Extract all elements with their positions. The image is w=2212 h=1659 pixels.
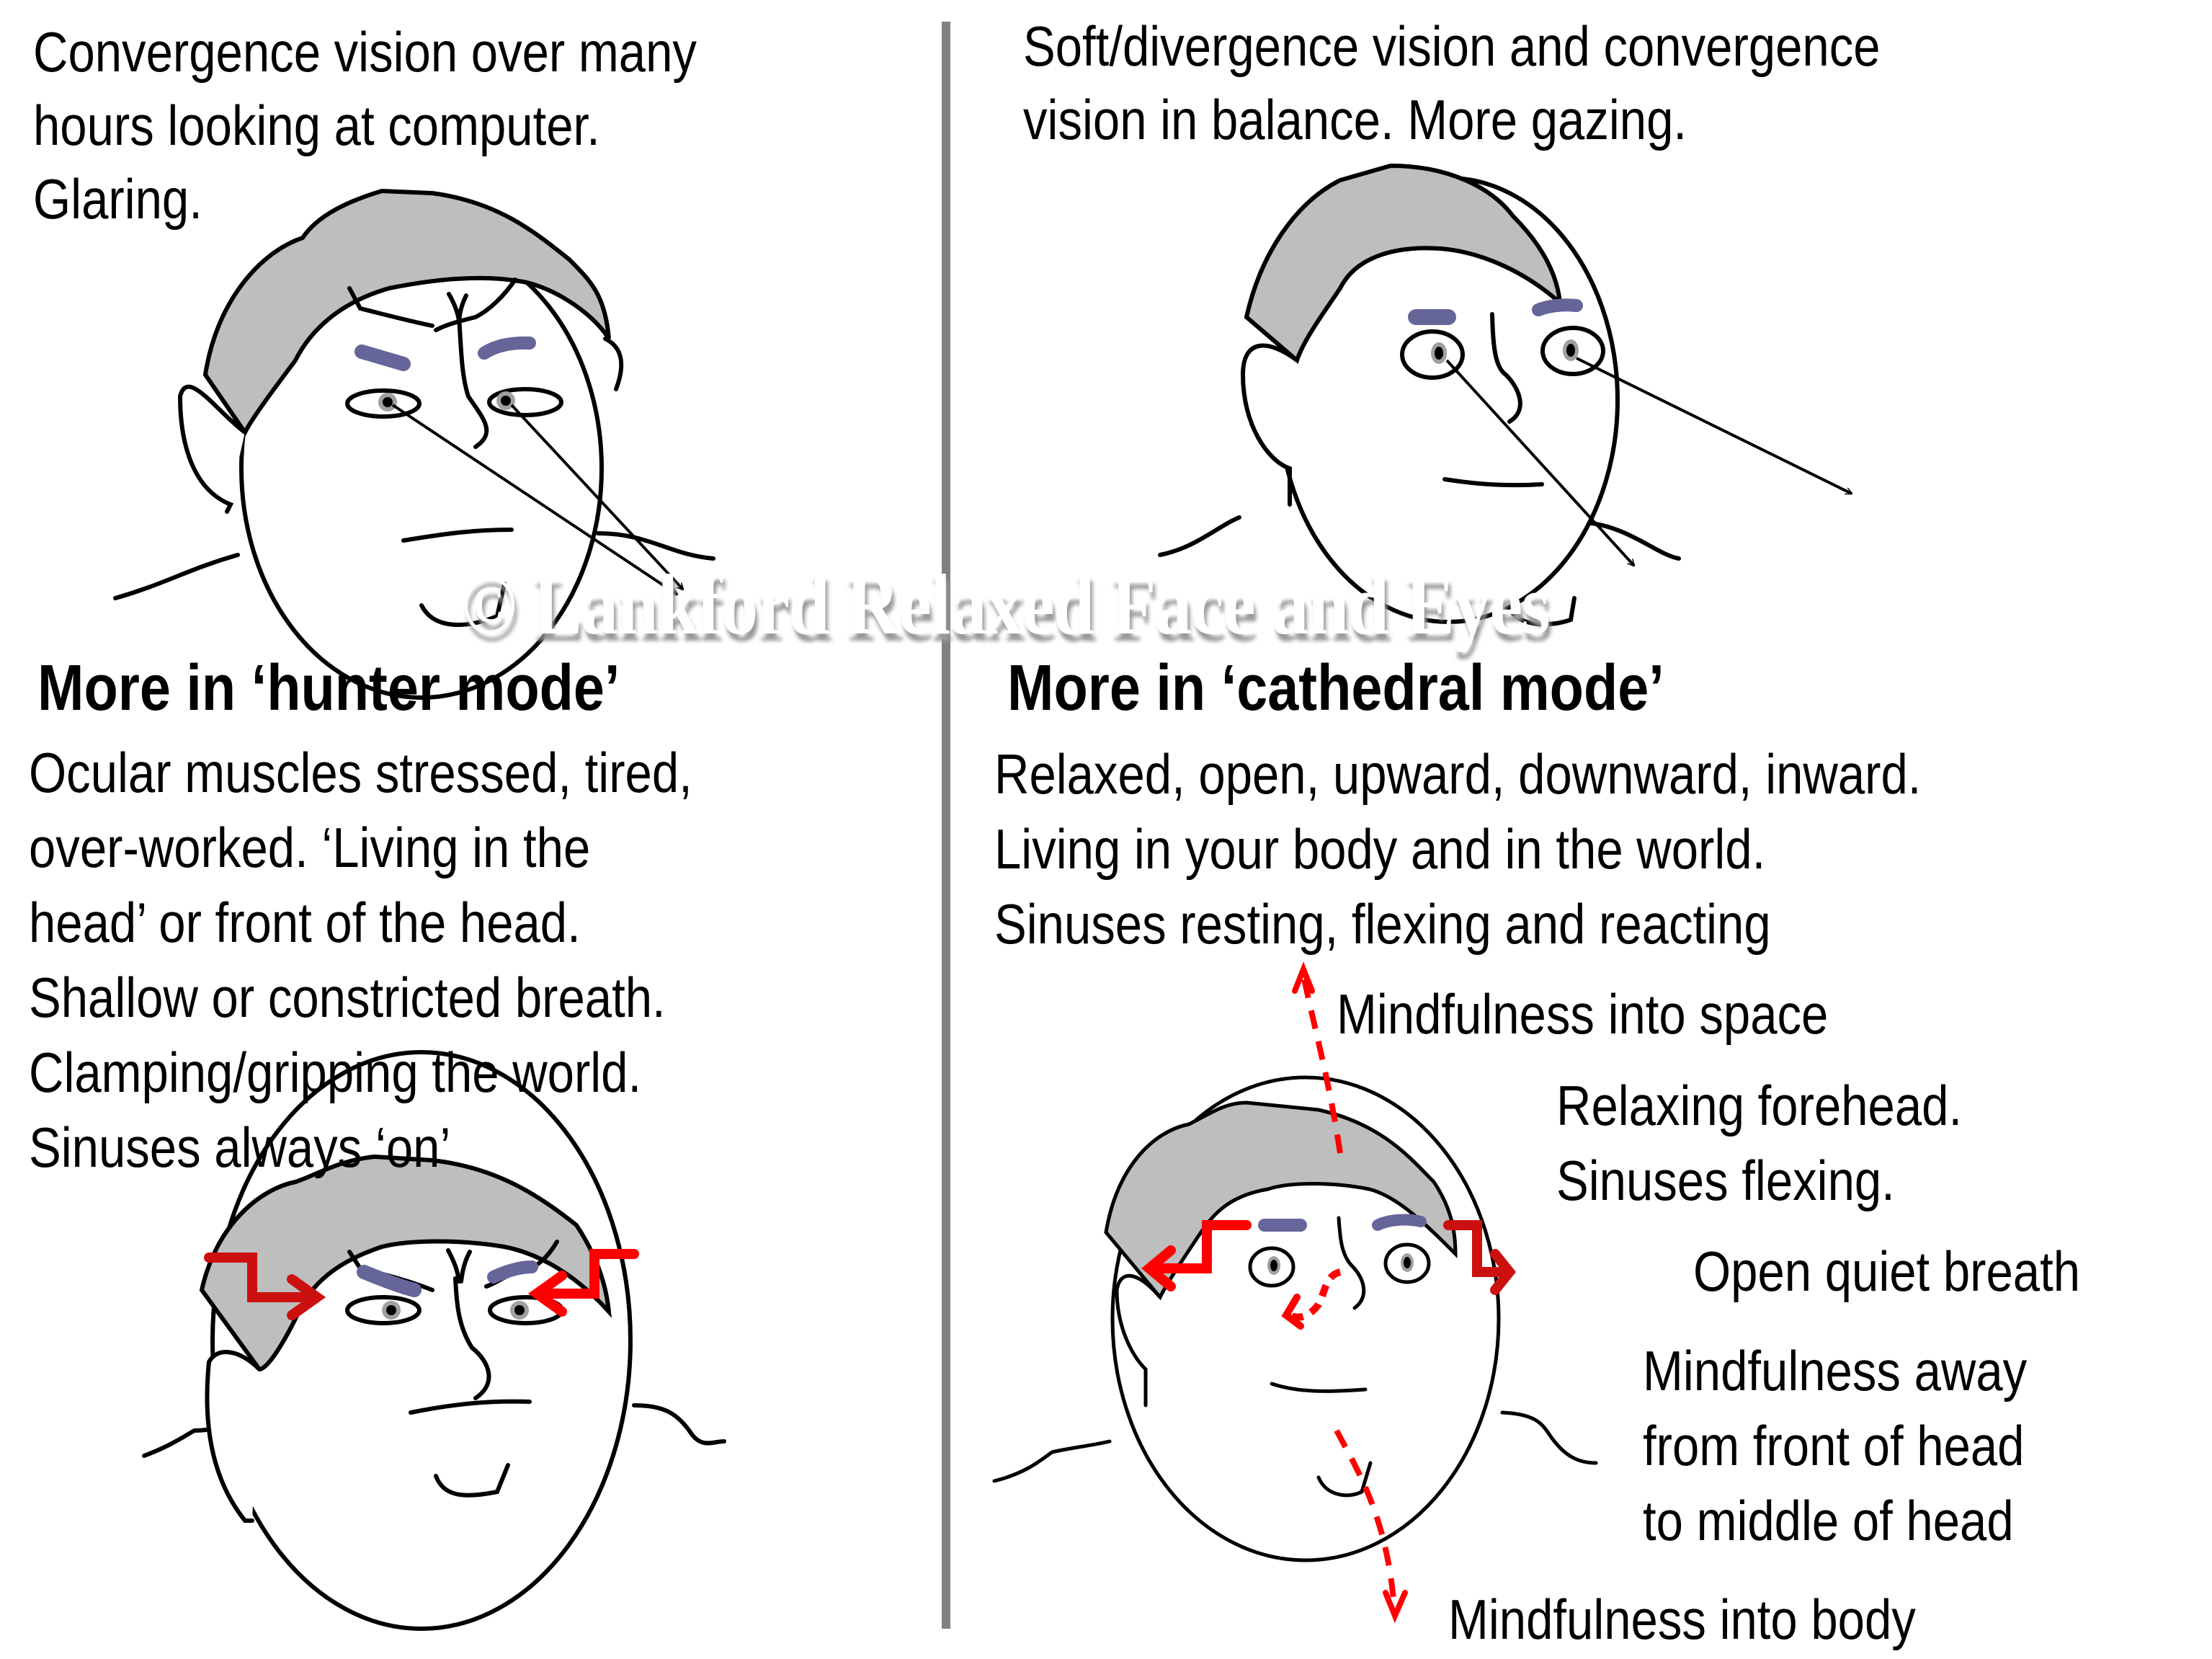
mouth xyxy=(1442,477,1544,488)
shoulder-right xyxy=(1583,520,1681,561)
label-mindfulness-away-3: to middle of head xyxy=(1643,1489,2014,1552)
pupil-left xyxy=(1435,347,1443,360)
cathedral-line-3: Sinuses resting, flexing and reacting xyxy=(994,892,1771,956)
hunter-line-6: Sinuses always ‘on’ xyxy=(29,1116,451,1179)
ear-left xyxy=(1115,1273,1162,1407)
hunter-line-1: Ocular muscles stressed, tired, xyxy=(29,741,692,804)
hair xyxy=(199,1154,612,1372)
ear-left xyxy=(177,384,247,514)
gaze-arrow-right xyxy=(510,404,683,590)
mindfulness-body-arrow xyxy=(1334,1429,1397,1608)
label-mindfulness-into-space: Mindfulness into space xyxy=(1337,982,1829,1046)
brow-crease-left xyxy=(347,286,434,328)
face-gazing-details xyxy=(1408,298,1852,566)
chin xyxy=(1507,596,1577,627)
mindfulness-space-arrowhead xyxy=(1292,961,1315,994)
label-relaxing-forehead: Relaxing forehead. xyxy=(1556,1074,1963,1137)
cathedral-mode-heading: More in ‘cathedral mode’ xyxy=(1007,652,1664,724)
face-cathedral-details xyxy=(1141,961,1516,1624)
shoulder-left xyxy=(113,553,240,600)
breath-dashed-arrow xyxy=(1288,1268,1342,1321)
nose xyxy=(453,1276,491,1400)
label-mindfulness-into-body: Mindfulness into body xyxy=(1448,1588,1916,1651)
nose xyxy=(457,315,489,449)
shoulder-left xyxy=(992,1439,1112,1483)
label-mindfulness-away-2: from front of head xyxy=(1643,1414,2025,1477)
pupil-left xyxy=(1270,1260,1277,1271)
pupil-right xyxy=(1404,1257,1411,1268)
cathedral-line-2: Living in your body and in the world. xyxy=(994,817,1766,881)
gaze-arrow-left xyxy=(391,404,677,596)
chin xyxy=(1316,1461,1373,1498)
open-arrow-right xyxy=(1443,1220,1516,1295)
face-cathedral xyxy=(992,1075,1598,1562)
gaze-arrow-down xyxy=(1445,359,1634,566)
hunter-line-5: Clamping/gripping the world. xyxy=(29,1041,642,1104)
hair xyxy=(1244,163,1563,365)
face-hunter xyxy=(142,1050,726,1631)
hair xyxy=(202,188,611,437)
face-hunter-details xyxy=(204,1249,639,1320)
face-glaring-details xyxy=(354,336,683,596)
hunter-line-4: Shallow or constricted breath. xyxy=(29,966,666,1029)
nose xyxy=(1337,1216,1366,1310)
shoulder-left xyxy=(1158,515,1241,557)
cathedral-line-1: Relaxed, open, upward, downward, inward. xyxy=(994,742,1922,806)
pupil-left xyxy=(383,397,393,407)
face-glaring xyxy=(113,188,715,700)
ear-left xyxy=(1240,343,1299,507)
mouth xyxy=(409,1399,532,1415)
frown-line-2 xyxy=(459,1250,472,1284)
label-mindfulness-away-1: Mindfulness away xyxy=(1643,1339,2028,1402)
top-left-caption-line-3: Glaring. xyxy=(33,167,202,231)
top-right-caption-line-1: Soft/divergence vision and convergence xyxy=(1023,14,1881,78)
mindfulness-body-arrowhead xyxy=(1383,1590,1408,1624)
hunter-line-2: over-worked. ‘Living in the xyxy=(29,816,591,879)
brow-right xyxy=(487,1260,538,1284)
shoulder-right xyxy=(1500,1410,1598,1465)
brow-right xyxy=(1372,1214,1427,1231)
label-sinuses-flexing: Sinuses flexing. xyxy=(1556,1149,1895,1212)
pupil-left xyxy=(386,1305,396,1315)
frown-line-1 xyxy=(446,1248,461,1284)
hair xyxy=(1104,1100,1458,1301)
shoulder-right xyxy=(632,1403,726,1446)
ear-left xyxy=(205,1350,262,1523)
open-arrow-left xyxy=(1141,1220,1252,1291)
mouth xyxy=(1270,1382,1368,1393)
copyright-watermark: © Lankford Relaxed Face and Eyes xyxy=(461,556,1551,652)
top-left-caption-line-1: Convergence vision over many xyxy=(33,20,697,84)
label-open-quiet-breath: Open quiet breath xyxy=(1693,1240,2081,1303)
top-left-caption-line-2: hours looking at computer. xyxy=(33,94,600,157)
breath-arrowhead xyxy=(1281,1294,1304,1330)
hunter-line-3: head’ or front of the head. xyxy=(29,891,581,954)
top-right-caption-line-2: vision in balance. More gazing. xyxy=(1023,88,1687,151)
clamp-arrow-right xyxy=(527,1249,639,1317)
pupil-right xyxy=(501,396,511,406)
shoulder-right xyxy=(596,531,715,561)
brow-crease-right xyxy=(434,277,517,332)
brow-right xyxy=(478,336,536,360)
brow-left xyxy=(357,1265,422,1297)
pupil-right xyxy=(514,1305,525,1315)
mindfulness-space-arrow xyxy=(1301,978,1343,1154)
brow-left xyxy=(354,344,411,371)
column-divider xyxy=(942,22,950,1629)
hunter-mode-heading: More in ‘hunter mode’ xyxy=(37,652,620,724)
brow-right xyxy=(1532,298,1583,316)
pupil-right xyxy=(1566,344,1575,357)
mouth xyxy=(401,528,514,543)
clamp-arrow-left xyxy=(204,1253,326,1320)
chin xyxy=(419,582,507,627)
nose xyxy=(1490,312,1522,424)
gaze-arrow-out xyxy=(1576,357,1852,495)
chin xyxy=(434,1463,510,1498)
ear-right xyxy=(603,337,624,391)
